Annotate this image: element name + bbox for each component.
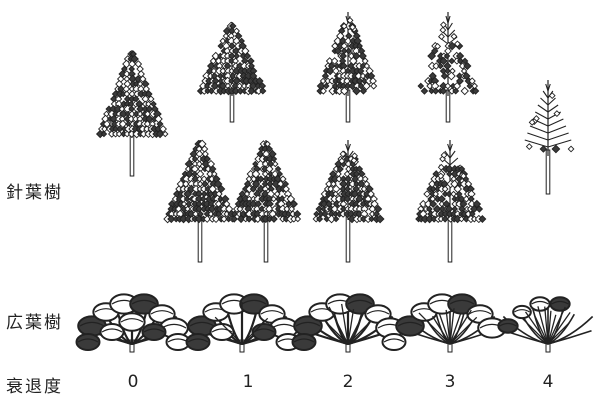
conifer-grade-4	[525, 80, 574, 194]
broadleaf-grade-0	[77, 294, 190, 352]
conifer-grade-3-upper	[418, 12, 479, 122]
row-label-broadleaf: 広葉樹	[6, 308, 63, 333]
row-label-conifer: 針葉樹	[6, 178, 63, 203]
grade-label-2: 2	[333, 372, 363, 392]
broadleaf-grade-1	[187, 294, 300, 352]
grade-label-1: 1	[233, 372, 263, 392]
row-label-decline-degree: 衰退度	[6, 372, 63, 397]
grade-label-3: 3	[435, 372, 465, 392]
broadleaf-grade-2	[293, 294, 406, 352]
conifer-grade-0	[97, 50, 168, 176]
conifer-grade-2-upper	[317, 12, 377, 122]
conifer-grade-1-lower-right	[231, 140, 301, 262]
conifer-grade-2-lower	[313, 140, 384, 262]
broadleaf-grade-4	[498, 297, 592, 352]
conifer-grade-1-lower-left	[164, 140, 235, 262]
grade-label-4: 4	[533, 372, 563, 392]
broadleaf-grade-3	[396, 294, 506, 352]
grade-label-0: 0	[118, 372, 148, 392]
conifer-grade-1-upper	[198, 22, 266, 122]
conifer-grade-3-lower	[416, 140, 486, 262]
